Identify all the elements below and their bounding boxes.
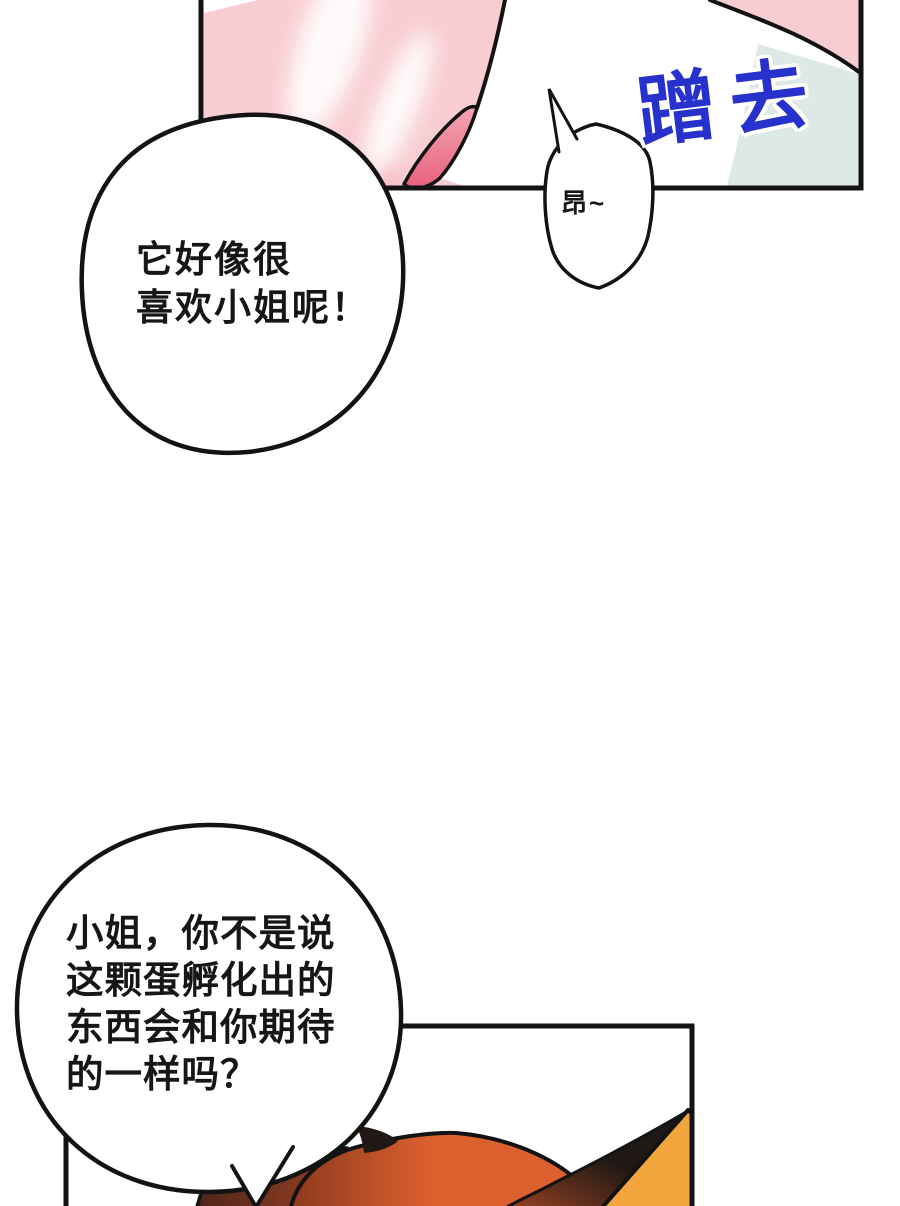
top-panel-border	[198, 0, 864, 191]
fox-amber-fur-shape	[600, 1108, 690, 1206]
small-bubble-tail	[547, 88, 579, 154]
bottom-speech-bubble-shape	[14, 822, 404, 1195]
bottom-bubble-text: 小姐，你不是说 这颗蛋孵化出的 东西会和你期待 的一样吗？	[66, 910, 336, 1098]
bottom-bubble-tail	[230, 1145, 295, 1206]
top-speech-bubble-shape	[79, 112, 406, 456]
bubble-text-line: 东西会和你期待	[66, 1006, 336, 1048]
blanket-highlight-streak	[287, 0, 373, 136]
corner-pink-line	[708, 0, 859, 74]
bubble-text-line: 小姐，你不是说	[66, 912, 336, 954]
corner-pink-shape	[710, 0, 859, 72]
top-speech-bubble	[79, 112, 406, 456]
bottom-speech-bubble	[14, 822, 404, 1206]
bubble-text-line: 的一样吗？	[66, 1053, 259, 1095]
bubble-text-line: 这颗蛋孵化出的	[66, 959, 336, 1001]
bubble-text-line: 喜欢小姐呢！	[136, 287, 370, 328]
mint-floor-shape	[727, 44, 859, 186]
bubble-text-line: 它好像很	[136, 239, 292, 280]
small-bubble-text: 昂~	[561, 188, 607, 218]
top-bubble-text: 它好像很 喜欢小姐呢！	[136, 236, 370, 332]
small-speech-bubble	[543, 88, 655, 290]
fox-ear-tip-tuft	[356, 1126, 398, 1153]
sfx-text: 蹭去	[633, 47, 827, 158]
blanket-fold-line	[475, 0, 507, 110]
small-speech-bubble-shape	[543, 122, 655, 290]
blanket-highlight-streak	[363, 32, 433, 178]
